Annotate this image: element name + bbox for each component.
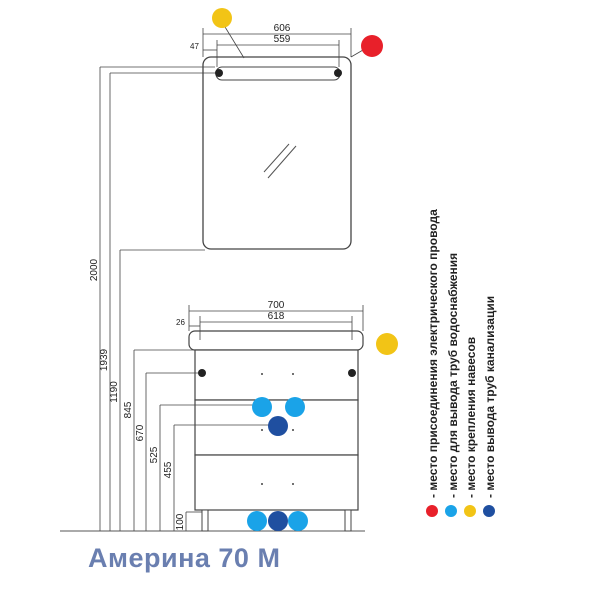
legend-electric-dot xyxy=(426,505,438,517)
legend: - место присоединения электрического про… xyxy=(426,209,497,517)
hanger-point xyxy=(215,69,223,77)
sewer-marker xyxy=(268,511,288,531)
hanger-marker xyxy=(376,333,398,355)
height-1190: 1190 xyxy=(109,381,120,403)
mirror xyxy=(202,56,352,250)
mirror-dimensions: 606 559 47 xyxy=(190,21,364,67)
height-845: 845 xyxy=(123,401,134,418)
sewer-marker xyxy=(268,416,288,436)
hanger-point xyxy=(198,369,206,377)
cabinet-leg xyxy=(344,509,352,532)
mirror-width-total: 606 xyxy=(274,23,291,34)
water-marker xyxy=(288,511,308,531)
electric-marker xyxy=(361,35,383,57)
mirror-frame xyxy=(202,56,352,250)
legend-hanger: - место крепления навесов xyxy=(464,337,478,498)
mirror-lamp xyxy=(215,66,341,81)
cabinet-dimensions: 700 618 26 xyxy=(176,300,364,340)
mirror-width-inner: 559 xyxy=(274,34,291,45)
legend-water: - место для вывода труб водоснабжения xyxy=(446,253,460,498)
page-title: Америна 70 М xyxy=(88,543,281,573)
cabinet-upper xyxy=(194,349,359,401)
legend-sewer-dot xyxy=(483,505,495,517)
legend-hanger-dot xyxy=(464,505,476,517)
hanger-point xyxy=(334,69,342,77)
connection-markers xyxy=(212,8,398,531)
legend-electric: - место присоединения электрического про… xyxy=(426,209,440,498)
legend-water-dot xyxy=(445,505,457,517)
height-2000: 2000 xyxy=(89,258,100,281)
mirror-reflection xyxy=(263,143,290,173)
height-dimensions: 2000 1939 1190 845 670 525 455 100 xyxy=(89,66,270,531)
water-marker xyxy=(247,511,267,531)
hanger-marker xyxy=(212,8,232,28)
height-455: 455 xyxy=(163,461,174,478)
water-marker xyxy=(252,397,272,417)
height-525: 525 xyxy=(149,446,160,463)
height-670: 670 xyxy=(135,424,146,441)
cabinet-leg xyxy=(201,509,209,532)
basin-top xyxy=(188,330,364,351)
water-marker xyxy=(285,397,305,417)
hanger-point xyxy=(348,369,356,377)
height-1939: 1939 xyxy=(99,348,110,371)
mirror-offset: 47 xyxy=(190,42,199,51)
legend-sewer: - место вывода труб канализации xyxy=(483,296,497,498)
cabinet-width-inner: 618 xyxy=(268,311,285,322)
cabinet-width-total: 700 xyxy=(268,300,285,311)
mirror-reflection xyxy=(267,145,297,179)
height-100: 100 xyxy=(175,513,186,530)
cabinet-offset: 26 xyxy=(176,318,185,327)
drawer-bottom xyxy=(194,454,359,511)
